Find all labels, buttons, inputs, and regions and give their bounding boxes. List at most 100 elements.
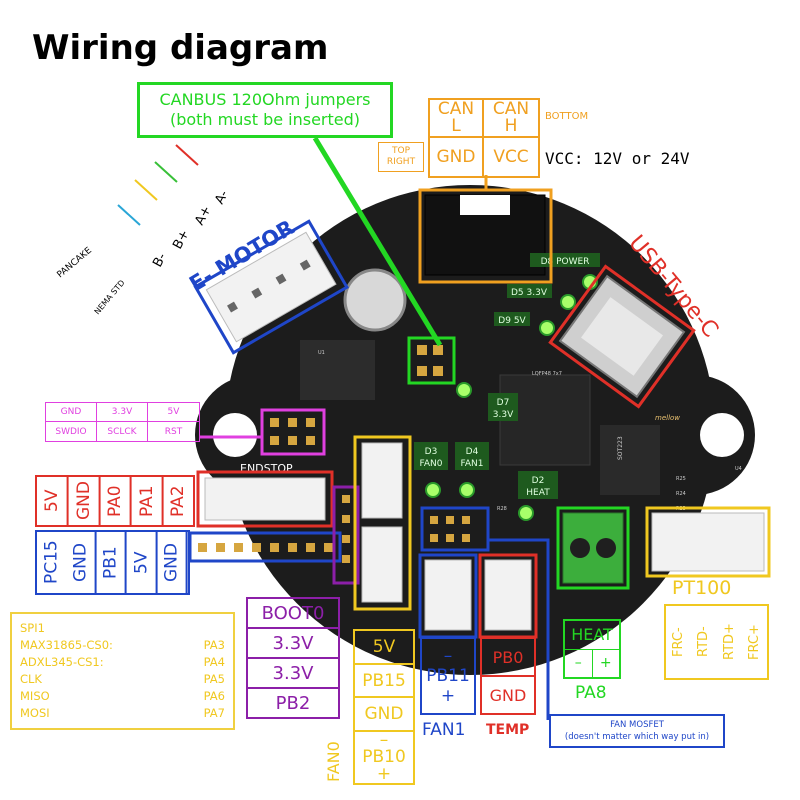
r25-label: R25 <box>676 476 686 482</box>
swd-gnd: GND <box>46 403 97 422</box>
boot-row-33v-2: 3.3V <box>248 659 338 689</box>
fan0-connector-a <box>361 442 403 519</box>
pc15-pin-5v: 5V <box>126 532 158 593</box>
boot-header-pins <box>342 495 350 563</box>
inductor <box>343 268 407 332</box>
swd-highlight <box>260 408 326 456</box>
d7-label-a: D7 <box>497 398 510 408</box>
can-pin-table: CAN L CAN H GND VCC <box>428 98 540 178</box>
motor-pin-a-minus: A- <box>212 188 232 207</box>
swd-rst: RST <box>164 426 183 437</box>
mellow-logo: mellow <box>655 414 680 422</box>
endstop-pin-pa0: PA0 <box>100 477 132 525</box>
d5-label-bg <box>507 284 552 298</box>
d7-label-bg <box>488 393 518 421</box>
boot-box: BOOT0 3.3V 3.3V PB2 <box>246 597 340 719</box>
mcu-label: LQFP48 7x7 <box>532 371 562 377</box>
pt100-pin-rtd-minus: RTD- <box>696 626 712 658</box>
d2-label-b: HEAT <box>526 488 550 498</box>
swd-sclck: SCLCK <box>97 422 148 441</box>
fan0-connector-b <box>361 526 403 603</box>
canbus-jumper-highlight <box>407 336 456 385</box>
usb-connector <box>558 274 686 399</box>
heat-screw-1 <box>570 538 590 558</box>
fan0-label: FAN0 <box>324 741 343 782</box>
can-housing-notch <box>460 195 510 215</box>
motor-pin-a-plus: A+ <box>192 203 215 228</box>
fan0-row-pb10: – PB10 + <box>355 732 413 783</box>
endstop-pin-gnd: GND <box>68 477 101 525</box>
pt100-connector <box>651 512 765 572</box>
spi-row-name: MISO <box>20 689 50 703</box>
pancake-label: PANCAKE <box>56 246 95 281</box>
spi-row-pin: PA3 <box>203 638 225 652</box>
canbus-jumper-pins <box>417 345 443 376</box>
fan0-plus: + <box>376 764 392 785</box>
swd-5v: 5V <box>148 403 199 422</box>
fan0-box: 5V PB15 GND – PB10 + <box>353 629 415 785</box>
motor-pin-b-plus: B+ <box>170 227 193 252</box>
top-right-label-2: RIGHT <box>386 157 416 167</box>
r24-label: R24 <box>676 491 686 497</box>
heat-box: HEAT – + <box>563 619 621 679</box>
d3-label-b: FAN0 <box>420 459 443 469</box>
motor-wires <box>117 144 199 226</box>
endstop-pin-pa1: PA1 <box>131 477 164 525</box>
endstop-pin-pa2: PA2 <box>168 485 189 517</box>
usb-highlight <box>548 264 696 409</box>
pc15-pin-gnd: GND <box>65 532 97 593</box>
can-h-cell: CAN H <box>484 100 538 138</box>
temp-connector <box>484 559 532 631</box>
heat-highlight <box>556 506 630 590</box>
heat-plus: + <box>599 655 612 672</box>
d8-label: D8 POWER <box>541 257 590 267</box>
heat-polarity-row: – + <box>565 649 619 677</box>
r28-label: R28 <box>497 506 507 512</box>
can-gnd-cell: GND <box>430 138 484 176</box>
fan1-label: FAN1 <box>422 720 466 740</box>
spi-row-name: MAX31865-CS0: <box>20 638 113 652</box>
fan0-row-gnd: GND <box>355 698 413 733</box>
spi-row-pin: PA4 <box>203 655 225 669</box>
spi-row-pin: PA6 <box>203 689 225 703</box>
pt100-pin-rtd-plus: RTD+ <box>721 623 737 661</box>
sot223-label: SOT223 <box>617 436 624 460</box>
canbus-note-line1: CANBUS 120Ohm jumpers <box>159 90 371 109</box>
nema-label: NEMA STD <box>93 278 127 316</box>
mount-hole-right <box>700 413 744 457</box>
boot-highlight <box>332 485 360 585</box>
fan1-pin: PB11 <box>426 666 470 686</box>
pt100-pin-table: FRC- RTD- RTD+ FRC+ <box>664 604 769 680</box>
can-l-top: CAN <box>437 99 475 119</box>
spi-row-pin: PA5 <box>203 672 225 686</box>
d2-label-bg <box>518 471 558 499</box>
u1-label: U1 <box>318 350 325 356</box>
pt100-label: PT100 <box>672 577 732 599</box>
board-lobe <box>195 375 755 495</box>
temp-box: PB0 GND <box>480 637 536 715</box>
can-vcc-cell: VCC <box>493 147 529 167</box>
d2-label-a: D2 <box>532 476 545 486</box>
spi-row-pin: PA7 <box>203 706 225 720</box>
spi-row-name: SPI1 <box>20 621 45 635</box>
fan-mosfet-header-pins <box>430 516 470 542</box>
fan1-box: – PB11 + <box>420 637 476 715</box>
d5-label: D5 3.3V <box>511 288 548 298</box>
pc15-highlight <box>188 531 342 563</box>
endstop-highlight <box>196 470 334 528</box>
top-right-label-1: TOP <box>391 146 410 156</box>
spi-row: SPI1 <box>20 620 225 637</box>
fan-mosfet-pointer <box>488 538 550 720</box>
motor-pin-b-minus: B- <box>150 251 170 270</box>
fan0-row-pb15: PB15 <box>355 665 413 699</box>
fan-mosfet-line2: (doesn't matter which way put in) <box>564 732 710 742</box>
heat-minus: – <box>565 649 593 677</box>
heat-screw-2 <box>596 538 616 558</box>
temp-label: TEMP <box>486 722 530 738</box>
fan-mosfet-note: FAN MOSFET (doesn't matter which way put… <box>549 714 725 748</box>
motor-highlight <box>193 219 349 355</box>
spi-row: MAX31865-CS0: PA3 <box>20 637 225 654</box>
d4-label-bg <box>455 442 489 470</box>
